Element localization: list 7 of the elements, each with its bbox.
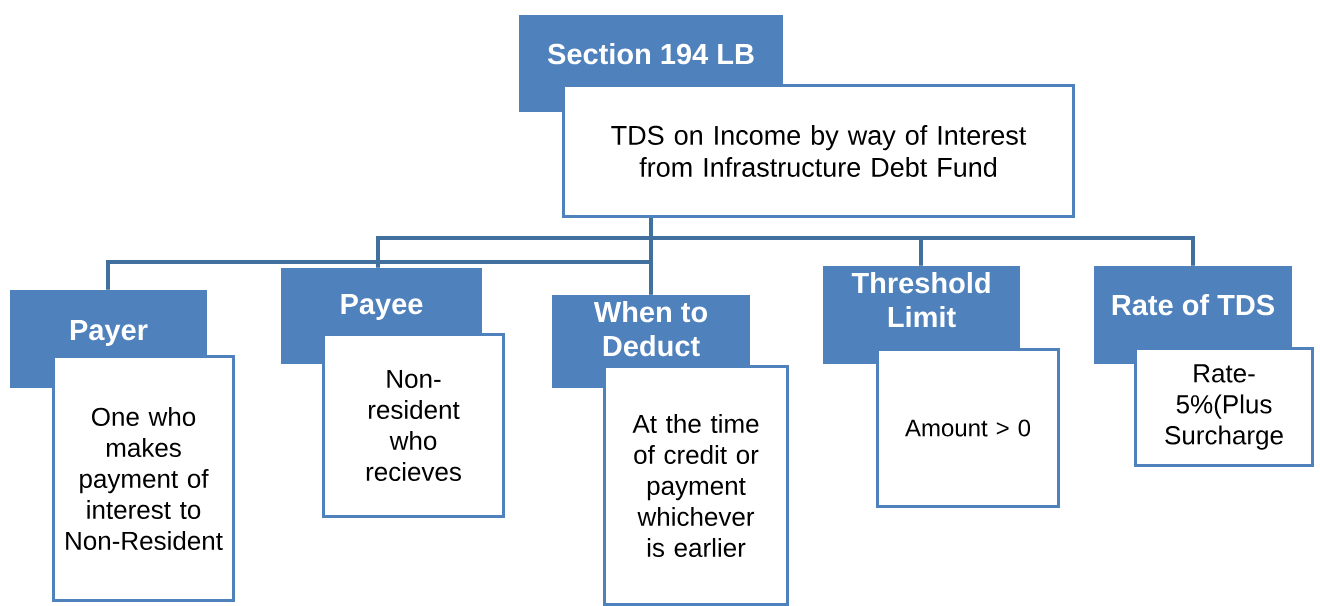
connector-line: [649, 218, 1195, 266]
text-box: At the time of credit or payment whichever is earlier: [603, 365, 789, 606]
text-box: Amount > 0: [876, 348, 1060, 508]
text-box: TDS on Income by way of Interest from Infrastructure Debt Fund: [562, 84, 1075, 218]
text-box: Rate-5%(Plus Surcharge: [1134, 347, 1314, 467]
text-box: Non-resident who recieves: [322, 333, 505, 518]
text-box: One who makes payment of interest to Non-Resident: [52, 355, 235, 602]
